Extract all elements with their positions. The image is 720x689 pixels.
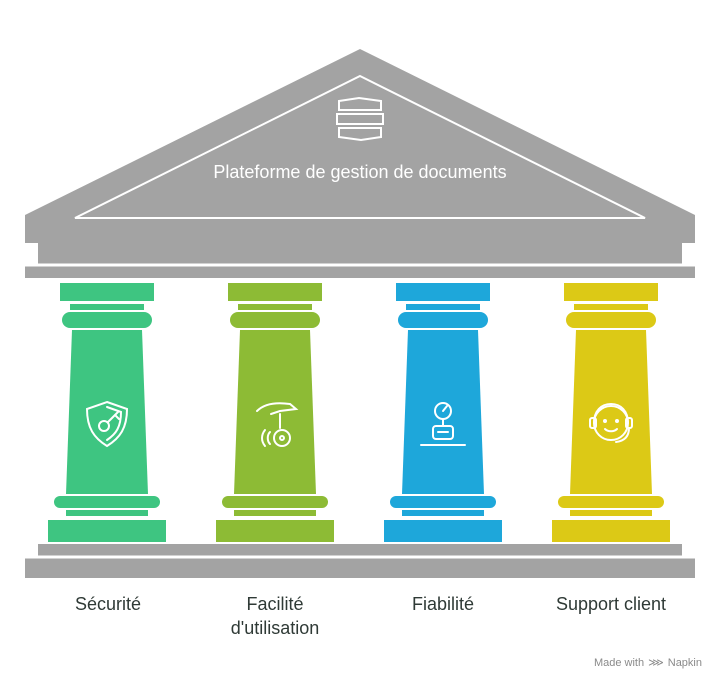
footer-credit[interactable]: Made with ⋙ Napkin [593,656,702,670]
base-step [25,557,695,578]
entablature [38,243,682,265]
made-with-text: Made with [593,656,645,669]
pillar-fiabilite [384,283,502,542]
roof-inner-outline [74,74,646,219]
roof-title: Plateforme de gestion de documents [213,162,507,182]
pillar-label-support: Support client [555,594,667,614]
pillar-support [552,283,670,542]
pillar-facilite [216,283,334,542]
napkin-logo-icon: ⋙ [648,657,664,669]
shield-key-icon [85,400,129,448]
gauge-icon [420,402,466,446]
pillar-securite [48,283,166,542]
roof-pediment [25,49,695,243]
server-stack-icon [336,96,384,142]
pillar-label-securite: Sécurité [74,594,142,614]
pillar-label-facilite: Facilité d'utilisation [230,594,320,638]
headset-icon [589,402,633,443]
architrave [25,265,695,279]
stylobate [38,544,682,557]
pillar-label-fiabilite: Fiabilité [411,594,475,614]
napkin-brand-text: Napkin [667,656,702,669]
hand-wheel-icon [256,402,299,447]
